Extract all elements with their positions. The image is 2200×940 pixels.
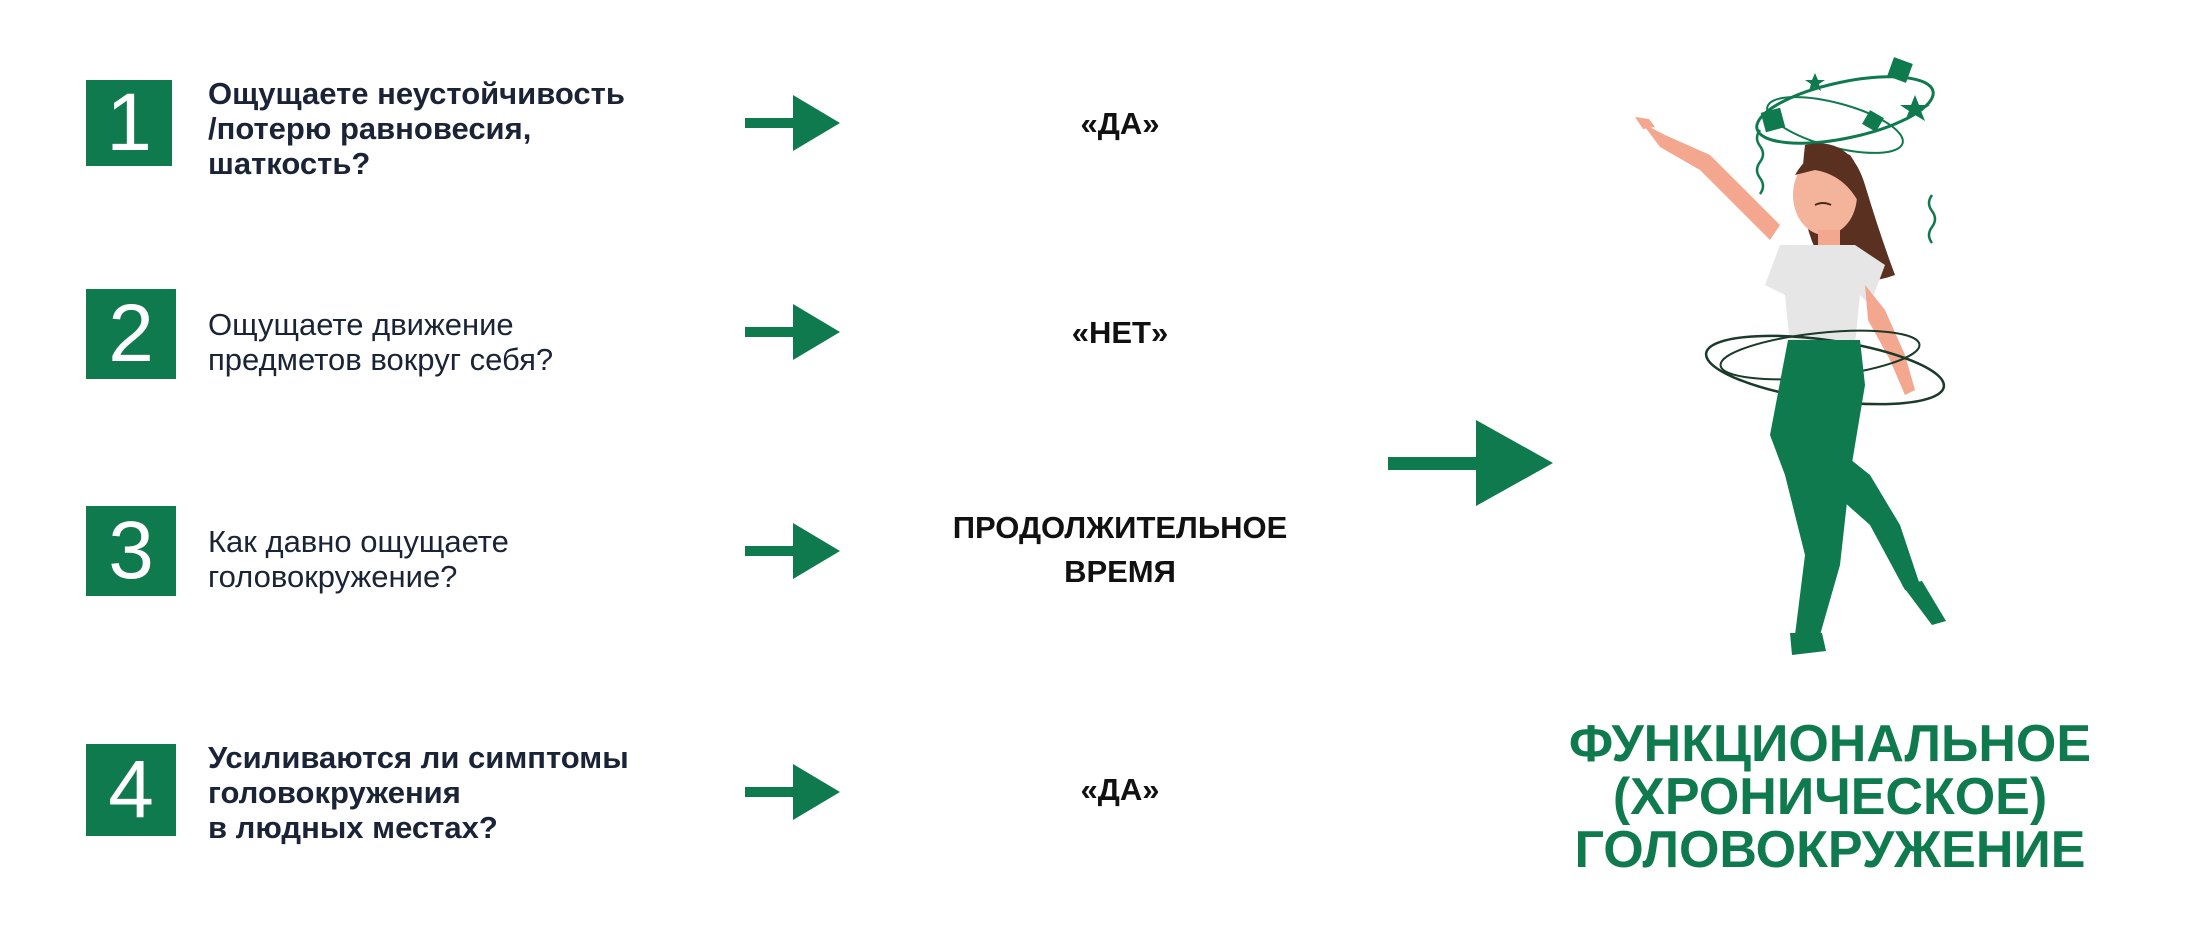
right-arrow-icon [745, 304, 840, 360]
step-answer: «НЕТ» [1071, 315, 1169, 350]
step-number-badge: 3 [86, 506, 176, 596]
step-row-2: 2 Ощущаете движение предметов вокруг себ… [0, 289, 1400, 389]
step-row-4: 4 Усиливаются ли симптомы головокружения… [0, 740, 1400, 845]
dizzy-woman-illustration [1635, 57, 1946, 655]
step-question: Как давно ощущаете головокружение? [208, 524, 509, 594]
step-question: Усиливаются ли симптомы головокружения в… [208, 740, 629, 845]
right-arrow-icon [745, 523, 840, 579]
step-number-badge: 4 [86, 744, 176, 836]
step-answer: ПРОДОЛЖИТЕЛЬНОЕ ВРЕМЯ [952, 510, 1288, 589]
step-question: Ощущаете движение предметов вокруг себя? [208, 307, 554, 377]
step-row-1: 1 Ощущаете неустойчивость /потерю равнов… [0, 76, 1400, 181]
right-arrow-icon [745, 95, 840, 151]
step-number-badge: 2 [86, 289, 176, 379]
right-arrow-icon [745, 764, 840, 820]
step-answer: «ДА» [1080, 772, 1160, 807]
step-row-3: 3 Как давно ощущаете головокружение? ПРО… [0, 506, 1400, 606]
step-question: Ощущаете неустойчивость /потерю равновес… [208, 76, 625, 181]
result-label: ФУНКЦИОНАЛЬНОЕ (ХРОНИЧЕСКОЕ) ГОЛОВОКРУЖЕ… [1568, 715, 2092, 879]
step-answer: «ДА» [1080, 106, 1160, 141]
step-number-badge: 1 [86, 80, 172, 166]
right-arrow-icon [1388, 420, 1553, 506]
